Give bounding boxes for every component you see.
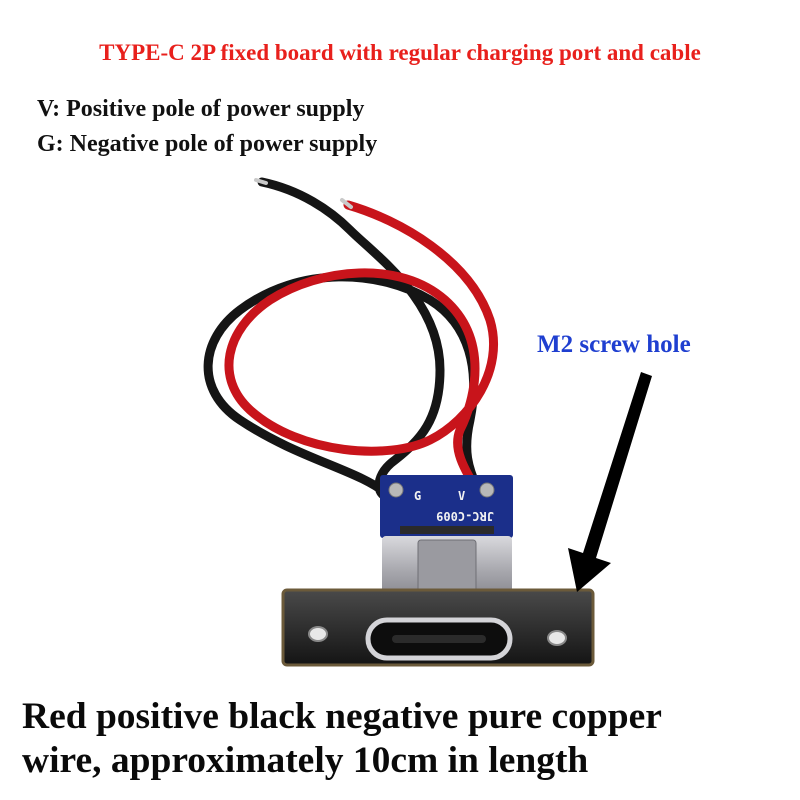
black-wire [203,177,483,501]
caption: Red positive black negative pure copper … [22,695,662,783]
screw-hole-label: M2 screw hole [537,331,691,358]
legend-negative: G: Negative pole of power supply [37,131,378,157]
caption-line-2: wire, approximately 10cm in length [22,740,589,781]
legend-positive: V: Positive pole of power supply [37,96,365,122]
usb-c-port-inner [392,635,486,643]
screw-hole-left [308,626,328,642]
screw-hole-right [547,630,567,646]
page-title: TYPE-C 2P fixed board with regular charg… [99,40,701,65]
caption-line-1: Red positive black negative pure copper [22,696,662,737]
black-wire-tip [254,178,268,185]
pcb-pin-row [400,526,494,534]
red-wire-tip [340,198,353,209]
pcb-pin-g-label: G [414,489,421,503]
solder-pad-g [388,482,404,498]
pcb-model-label: JRC-C009 [436,509,494,523]
pcb-pin-v-label: V [458,489,465,503]
red-wire [224,200,499,500]
arrow-icon [568,372,652,592]
solder-pad-v [479,482,495,498]
